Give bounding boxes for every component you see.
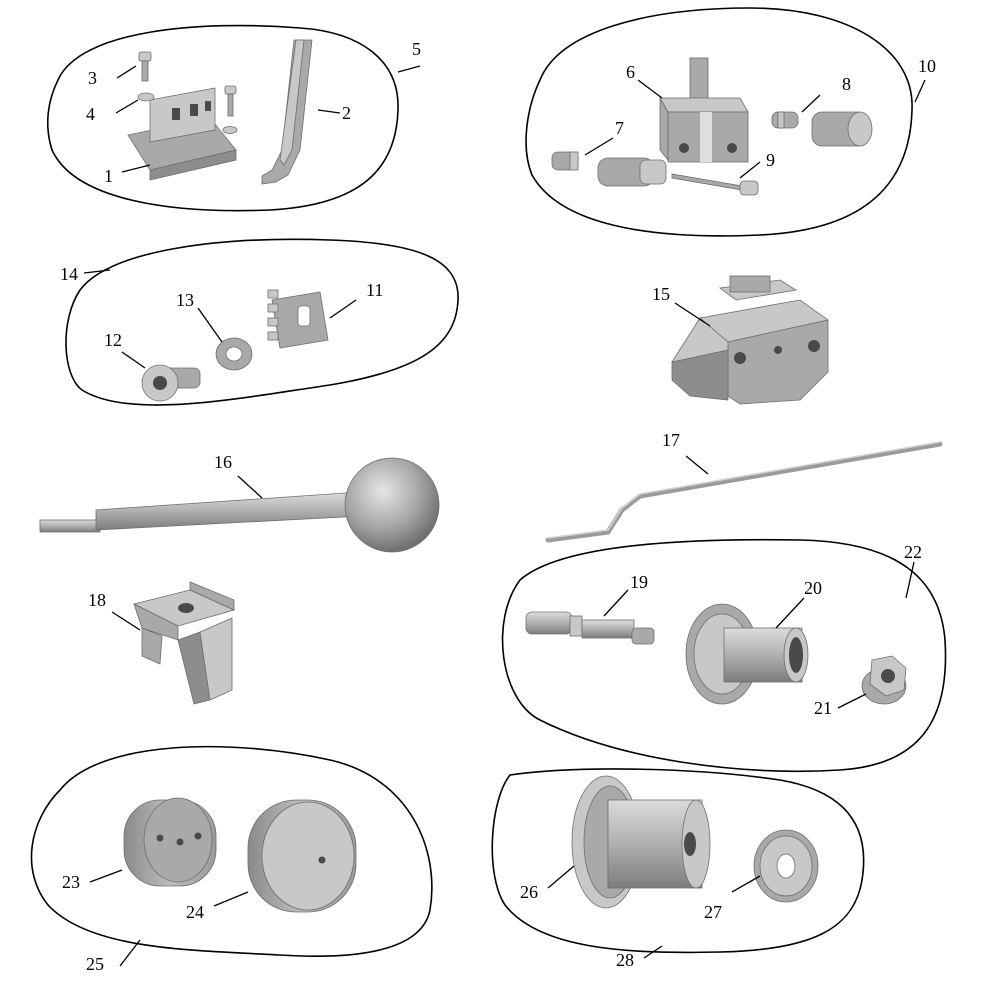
group-22-outline <box>501 538 947 772</box>
label-9: 9 <box>766 150 775 170</box>
part-27-washer <box>753 829 819 903</box>
group-25: 23 24 25 <box>30 745 433 974</box>
part-12-screw <box>141 364 201 402</box>
label-17: 17 <box>662 430 680 450</box>
part-15-housing: 15 <box>652 275 829 405</box>
label-21: 21 <box>814 698 832 718</box>
label-5: 5 <box>412 39 421 59</box>
label-16: 16 <box>214 452 232 472</box>
part-washer-right <box>222 126 238 134</box>
label-6: 6 <box>626 62 635 82</box>
label-25: 25 <box>86 954 104 974</box>
label-14: 14 <box>60 264 78 284</box>
label-3: 3 <box>88 68 97 88</box>
label-22: 22 <box>904 542 922 562</box>
label-8: 8 <box>842 74 851 94</box>
part-1-bracket <box>127 87 237 181</box>
part-7-fittings <box>551 151 667 187</box>
label-13: 13 <box>176 290 194 310</box>
label-19: 19 <box>630 572 648 592</box>
label-15: 15 <box>652 284 670 304</box>
part-3-bolt <box>138 51 152 82</box>
part-13-washer <box>215 337 253 371</box>
part-26-sleeve <box>571 775 711 909</box>
label-28: 28 <box>616 950 634 970</box>
label-1: 1 <box>104 166 113 186</box>
label-4: 4 <box>86 104 95 124</box>
part-23-cylinder <box>123 797 217 887</box>
label-20: 20 <box>804 578 822 598</box>
label-11: 11 <box>366 280 383 300</box>
part-16-shift-lever: 16 <box>39 452 440 553</box>
label-24: 24 <box>186 902 204 922</box>
part-bolt-right <box>224 85 237 117</box>
label-27: 27 <box>704 902 722 922</box>
label-12: 12 <box>104 330 122 350</box>
group-5: 3 4 1 2 5 <box>46 24 421 212</box>
label-7: 7 <box>615 118 624 138</box>
part-17-rod: 17 <box>545 430 943 543</box>
part-21-nut <box>861 655 907 705</box>
label-18: 18 <box>88 590 106 610</box>
part-6-block <box>659 57 749 163</box>
part-4-washer <box>137 92 155 102</box>
part-24-cylinder <box>247 799 357 913</box>
part-20-bushing <box>685 603 809 705</box>
part-2-lever <box>261 39 313 185</box>
group-28: 26 27 28 <box>491 768 865 970</box>
part-19-shaft <box>525 611 655 645</box>
label-2: 2 <box>342 103 351 123</box>
label-10: 10 <box>918 56 936 76</box>
group-25-outline <box>30 745 433 957</box>
part-8-bolts <box>771 111 873 147</box>
group-10-outline <box>525 7 913 237</box>
label-23: 23 <box>62 872 80 892</box>
part-18-clip: 18 <box>88 581 236 705</box>
group-14-outline <box>65 238 459 406</box>
group-22: 19 20 21 22 <box>501 538 947 772</box>
group-5-outline <box>46 24 399 212</box>
group-10: 6 8 7 9 10 <box>525 7 936 237</box>
part-11-block <box>267 289 329 349</box>
part-9-pin <box>671 173 759 196</box>
label-26: 26 <box>520 882 538 902</box>
group-14: 12 13 11 14 <box>60 238 459 406</box>
group-28-outline <box>491 768 865 954</box>
